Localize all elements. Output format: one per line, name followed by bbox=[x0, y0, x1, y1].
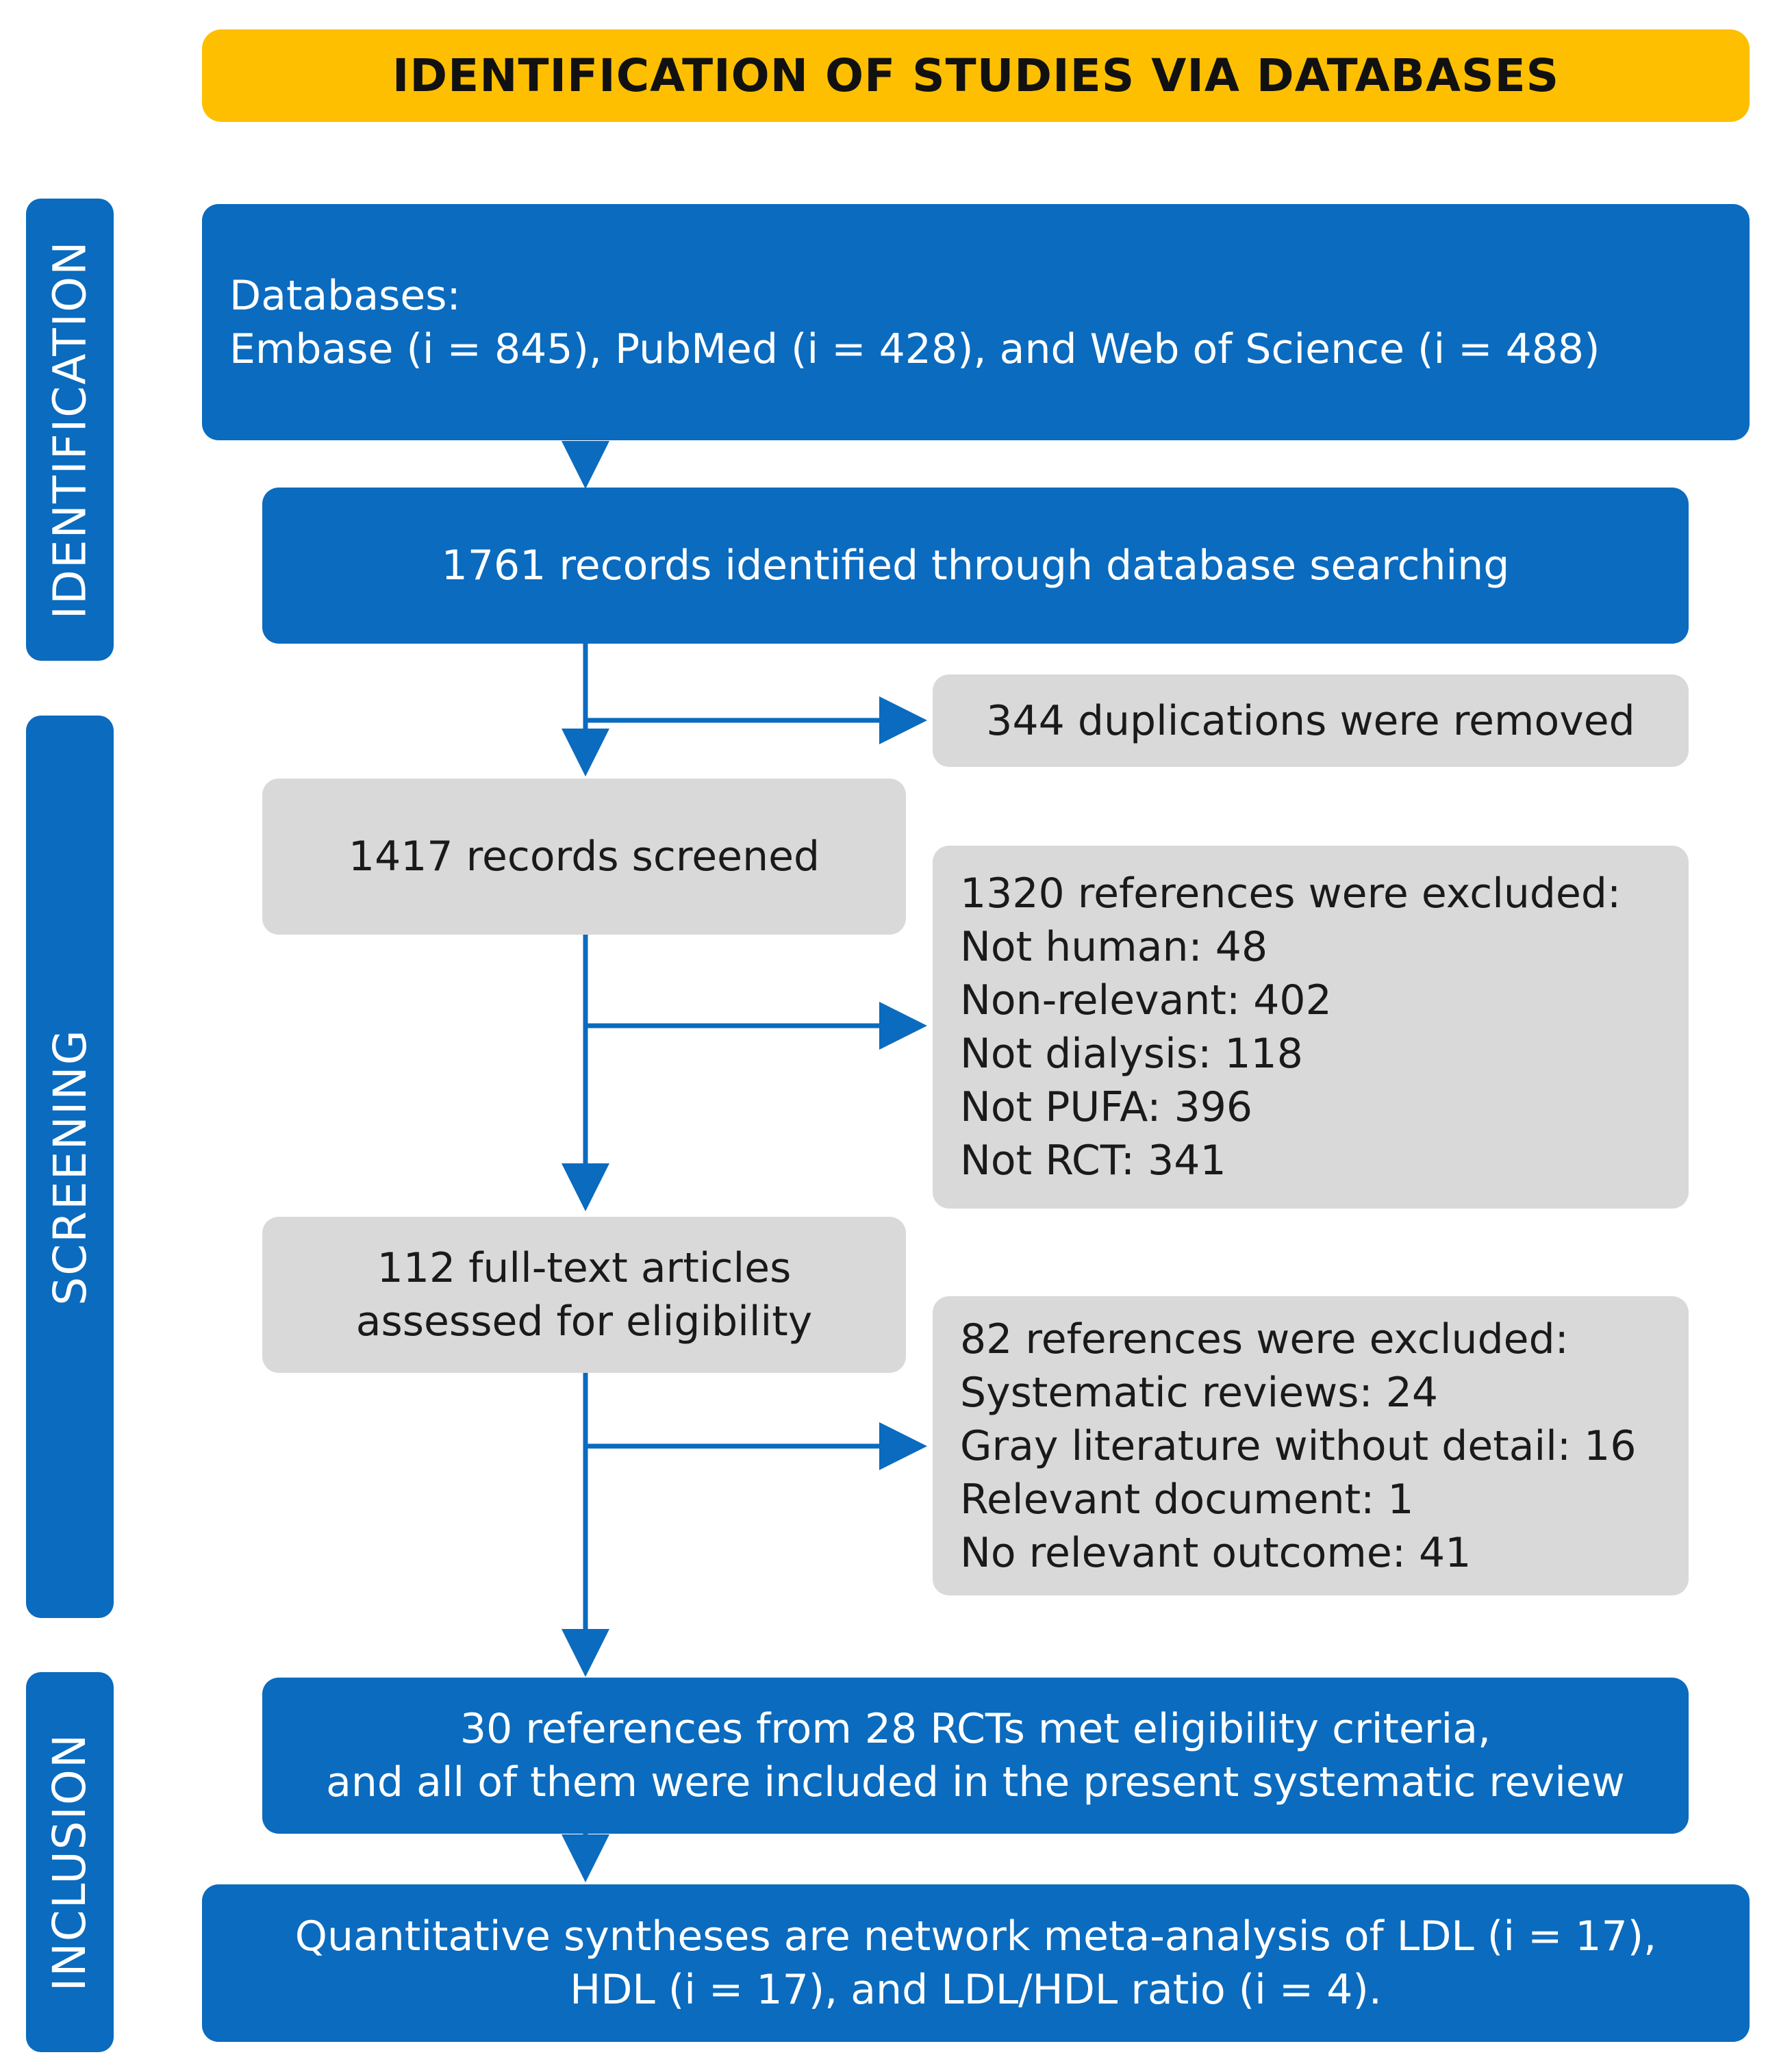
synthesis-box: Quantitative syntheses are network meta-… bbox=[202, 1884, 1750, 2042]
side-label-identification: IDENTIFICATION bbox=[26, 199, 114, 661]
included-box: 30 references from 28 RCTs met eligibili… bbox=[262, 1678, 1689, 1834]
excluded-2-item: Relevant document: 1 bbox=[960, 1475, 1414, 1524]
duplicates-text: 344 duplications were removed bbox=[986, 696, 1635, 745]
screened-box: 1417 records screened bbox=[262, 779, 906, 935]
excluded-1-item: Not dialysis: 118 bbox=[960, 1030, 1303, 1078]
databases-list: Embase (i = 845), PubMed (i = 428), and … bbox=[229, 325, 1600, 373]
synthesis-line-1: Quantitative syntheses are network meta-… bbox=[294, 1912, 1657, 1960]
identified-text: 1761 records identified through database… bbox=[441, 542, 1510, 590]
excluded-1-item: Non-relevant: 402 bbox=[960, 976, 1332, 1024]
banner-title: IDENTIFICATION OF STUDIES VIA DATABASES bbox=[392, 49, 1560, 102]
banner: IDENTIFICATION OF STUDIES VIA DATABASES bbox=[202, 29, 1750, 122]
excluded-box-2: 82 references were excluded: Systematic … bbox=[933, 1296, 1689, 1595]
fulltext-box: 112 full-text articles assessed for elig… bbox=[262, 1217, 906, 1373]
databases-title: Databases: bbox=[229, 271, 461, 320]
fulltext-line-1: 112 full-text articles bbox=[377, 1244, 792, 1292]
databases-box: Databases: Embase (i = 845), PubMed (i =… bbox=[202, 204, 1750, 440]
included-line-1: 30 references from 28 RCTs met eligibili… bbox=[459, 1705, 1491, 1753]
duplicates-box: 344 duplications were removed bbox=[933, 674, 1689, 767]
side-label-screening: SCREENING bbox=[26, 716, 114, 1618]
excluded-1-item: Not RCT: 341 bbox=[960, 1137, 1226, 1185]
identified-box: 1761 records identified through database… bbox=[262, 488, 1689, 644]
included-line-2: and all of them were included in the pre… bbox=[326, 1758, 1625, 1806]
excluded-1-item: Not PUFA: 396 bbox=[960, 1083, 1253, 1131]
excluded-2-item: Systematic reviews: 24 bbox=[960, 1368, 1439, 1417]
excluded-1-item: Not human: 48 bbox=[960, 923, 1268, 971]
excluded-2-item: Gray literature without detail: 16 bbox=[960, 1422, 1637, 1470]
excluded-box-1: 1320 references were excluded: Not human… bbox=[933, 846, 1689, 1209]
side-label-inclusion: INCLUSION bbox=[26, 1672, 114, 2052]
excluded-2-header: 82 references were excluded: bbox=[960, 1315, 1569, 1363]
excluded-2-item: No relevant outcome: 41 bbox=[960, 1528, 1472, 1577]
screened-text: 1417 records screened bbox=[348, 833, 820, 881]
synthesis-line-2: HDL (i = 17), and LDL/HDL ratio (i = 4). bbox=[570, 1966, 1382, 2014]
excluded-1-header: 1320 references were excluded: bbox=[960, 870, 1622, 918]
fulltext-line-2: assessed for eligibility bbox=[355, 1298, 813, 1345]
